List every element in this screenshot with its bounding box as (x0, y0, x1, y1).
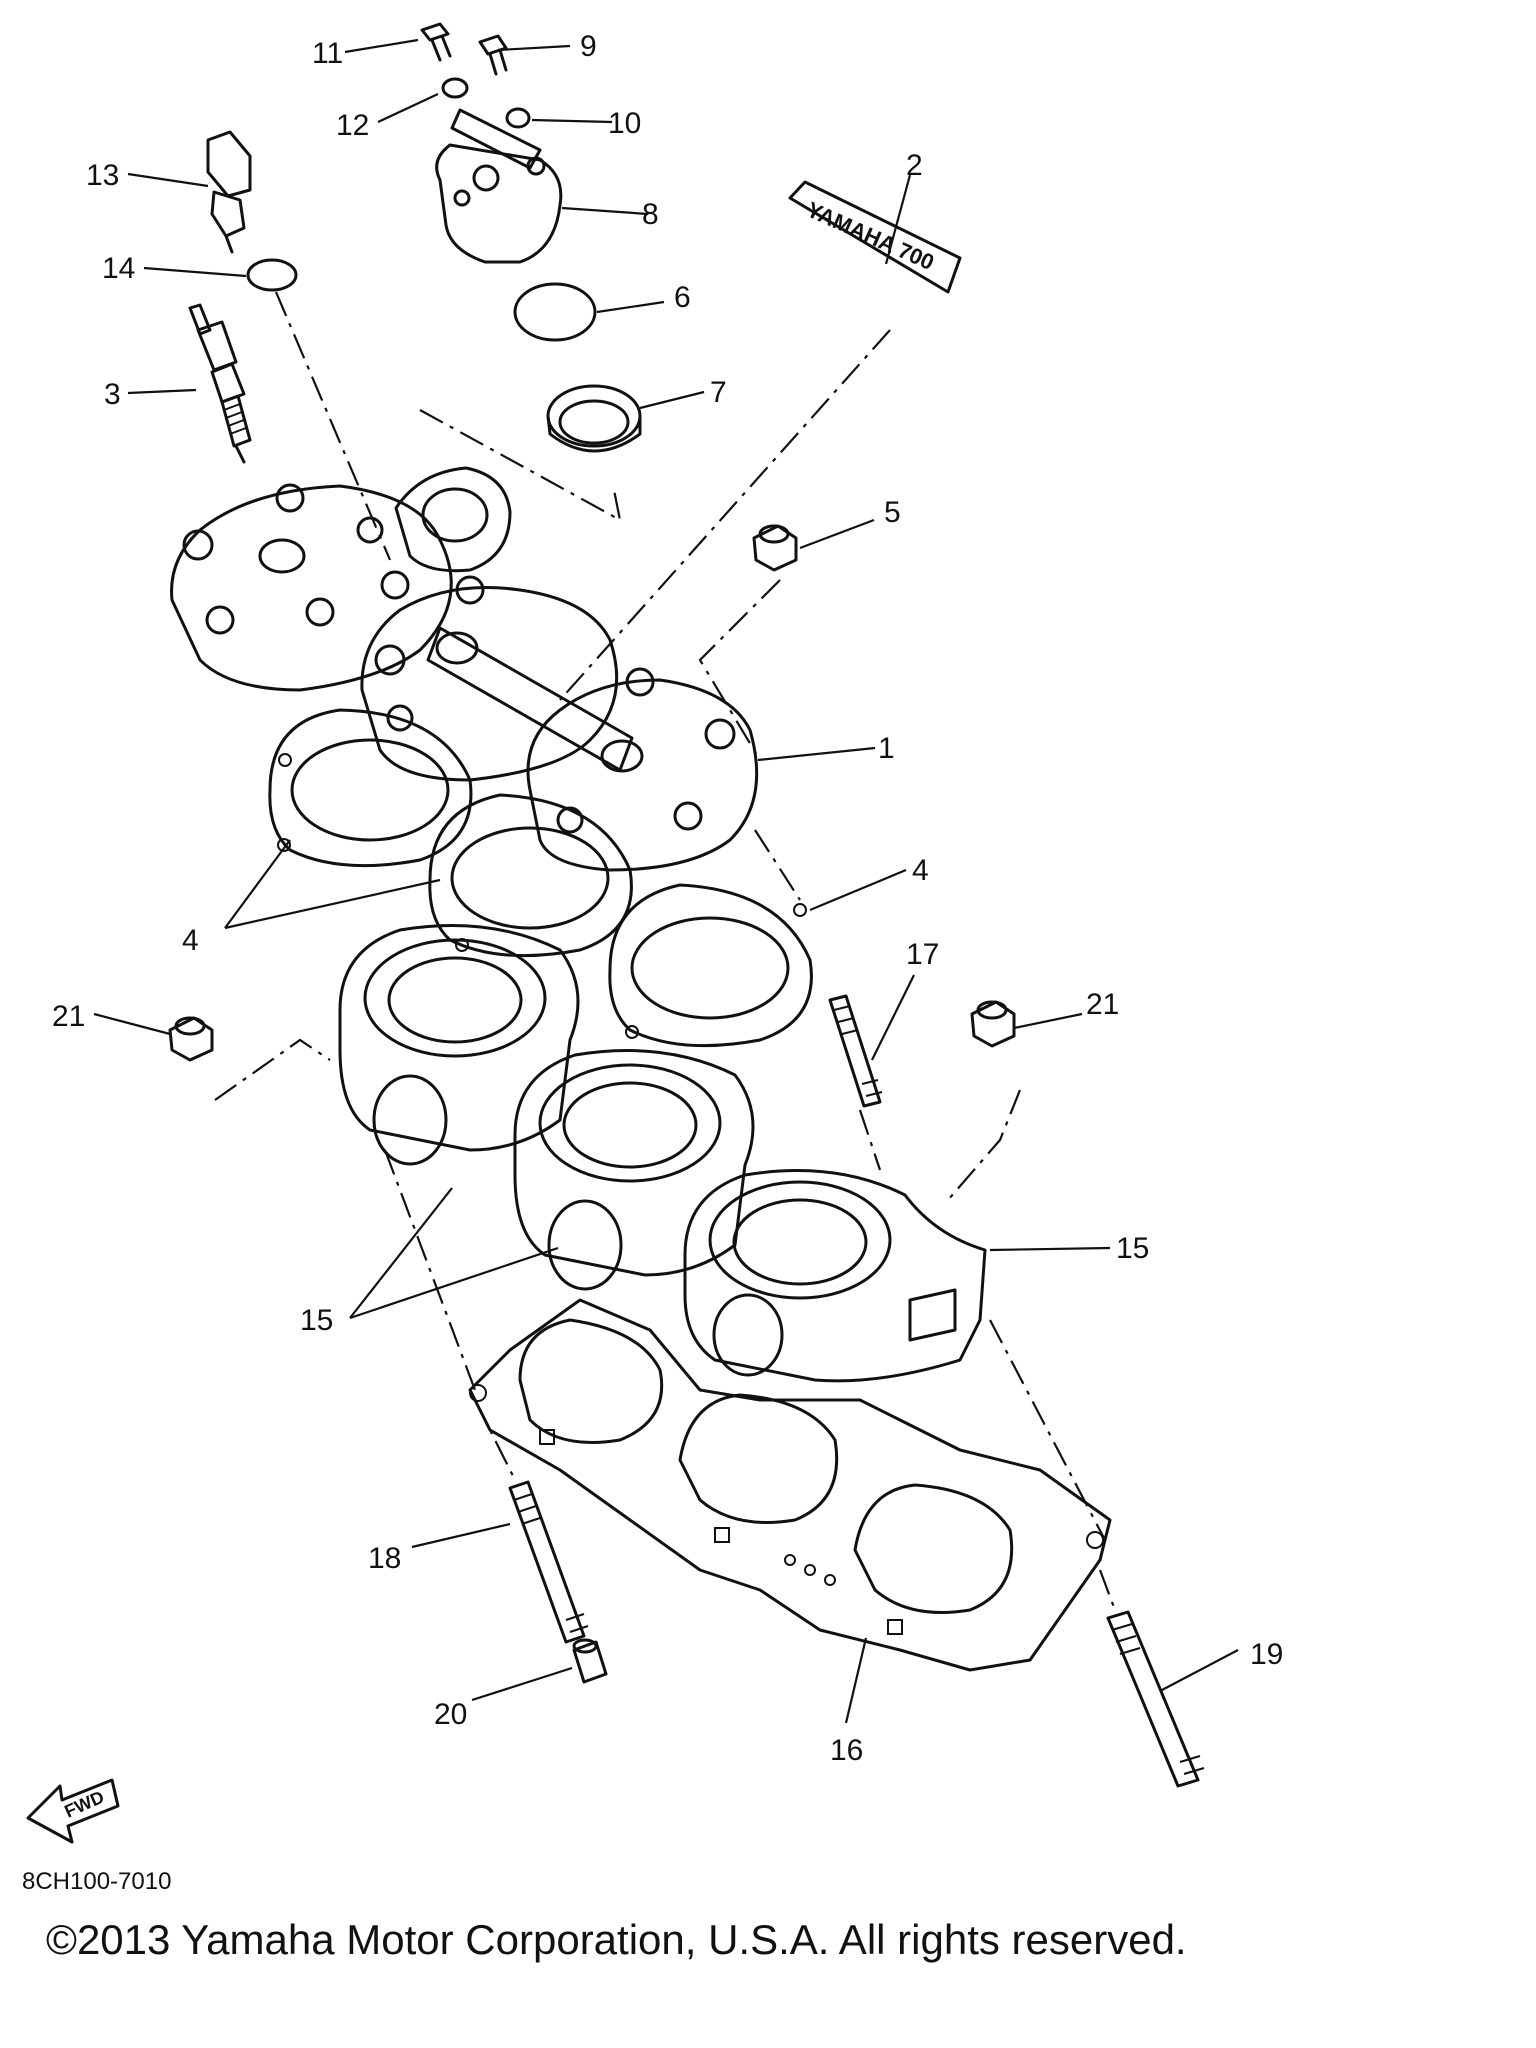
callout-4-right: 4 (912, 854, 929, 887)
callout-21-left: 21 (52, 1000, 85, 1033)
nut-5 (752, 524, 798, 572)
callout-2: 2 (906, 149, 923, 182)
temperature-sensor-13 (206, 130, 252, 254)
copyright-notice: ©2013 Yamaha Motor Corporation, U.S.A. A… (46, 1916, 1187, 1963)
callout-4-left: 4 (182, 924, 199, 957)
seal-7 (546, 384, 642, 453)
callout-1: 1 (878, 732, 895, 765)
fwd-arrow-icon: FWD (26, 1778, 120, 1844)
stud-18 (508, 1480, 589, 1644)
callout-18: 18 (368, 1542, 401, 1575)
callout-21-right: 21 (1086, 988, 1119, 1021)
callout-7: 7 (710, 376, 727, 409)
o-ring-6 (513, 282, 597, 342)
callout-9: 9 (580, 30, 597, 63)
callout-3: 3 (104, 378, 121, 411)
grommet-10 (505, 107, 531, 129)
nut-20 (572, 1638, 608, 1684)
decal-2: YAMAHA 700 (788, 180, 962, 294)
diagram-reference-code: 8CH100-7010 (22, 1868, 172, 1895)
head-gasket-4-right (608, 883, 813, 1048)
washer-12 (441, 77, 469, 99)
base-gasket-16 (468, 1298, 1112, 1672)
callout-20: 20 (434, 1698, 467, 1731)
callout-8: 8 (642, 198, 659, 231)
thermostat-cover-8 (435, 108, 563, 264)
callout-15-left: 15 (300, 1304, 333, 1337)
callout-17: 17 (906, 938, 939, 971)
nut-21-right (970, 1000, 1016, 1048)
nut-21-left (168, 1016, 214, 1062)
head-gasket-4-left (268, 708, 473, 868)
cylinder-block (338, 924, 987, 1383)
callout-13: 13 (86, 159, 119, 192)
spark-plug-3 (188, 303, 252, 464)
bolt-11 (420, 22, 452, 62)
callout-16: 16 (830, 1734, 863, 1767)
stud-19 (1106, 1610, 1205, 1788)
callout-19: 19 (1250, 1638, 1283, 1671)
callout-10: 10 (608, 107, 641, 140)
callout-6: 6 (674, 281, 691, 314)
head-gasket-4-middle (428, 793, 633, 958)
bolt-9 (478, 34, 508, 76)
cylinder-head-1 (170, 466, 759, 872)
stud-17 (828, 994, 883, 1108)
callout-5: 5 (884, 496, 901, 529)
callout-14: 14 (102, 252, 135, 285)
callout-12: 12 (336, 109, 369, 142)
callout-11: 11 (312, 37, 343, 70)
washer-14 (246, 258, 298, 292)
callout-15-right: 15 (1116, 1232, 1149, 1265)
